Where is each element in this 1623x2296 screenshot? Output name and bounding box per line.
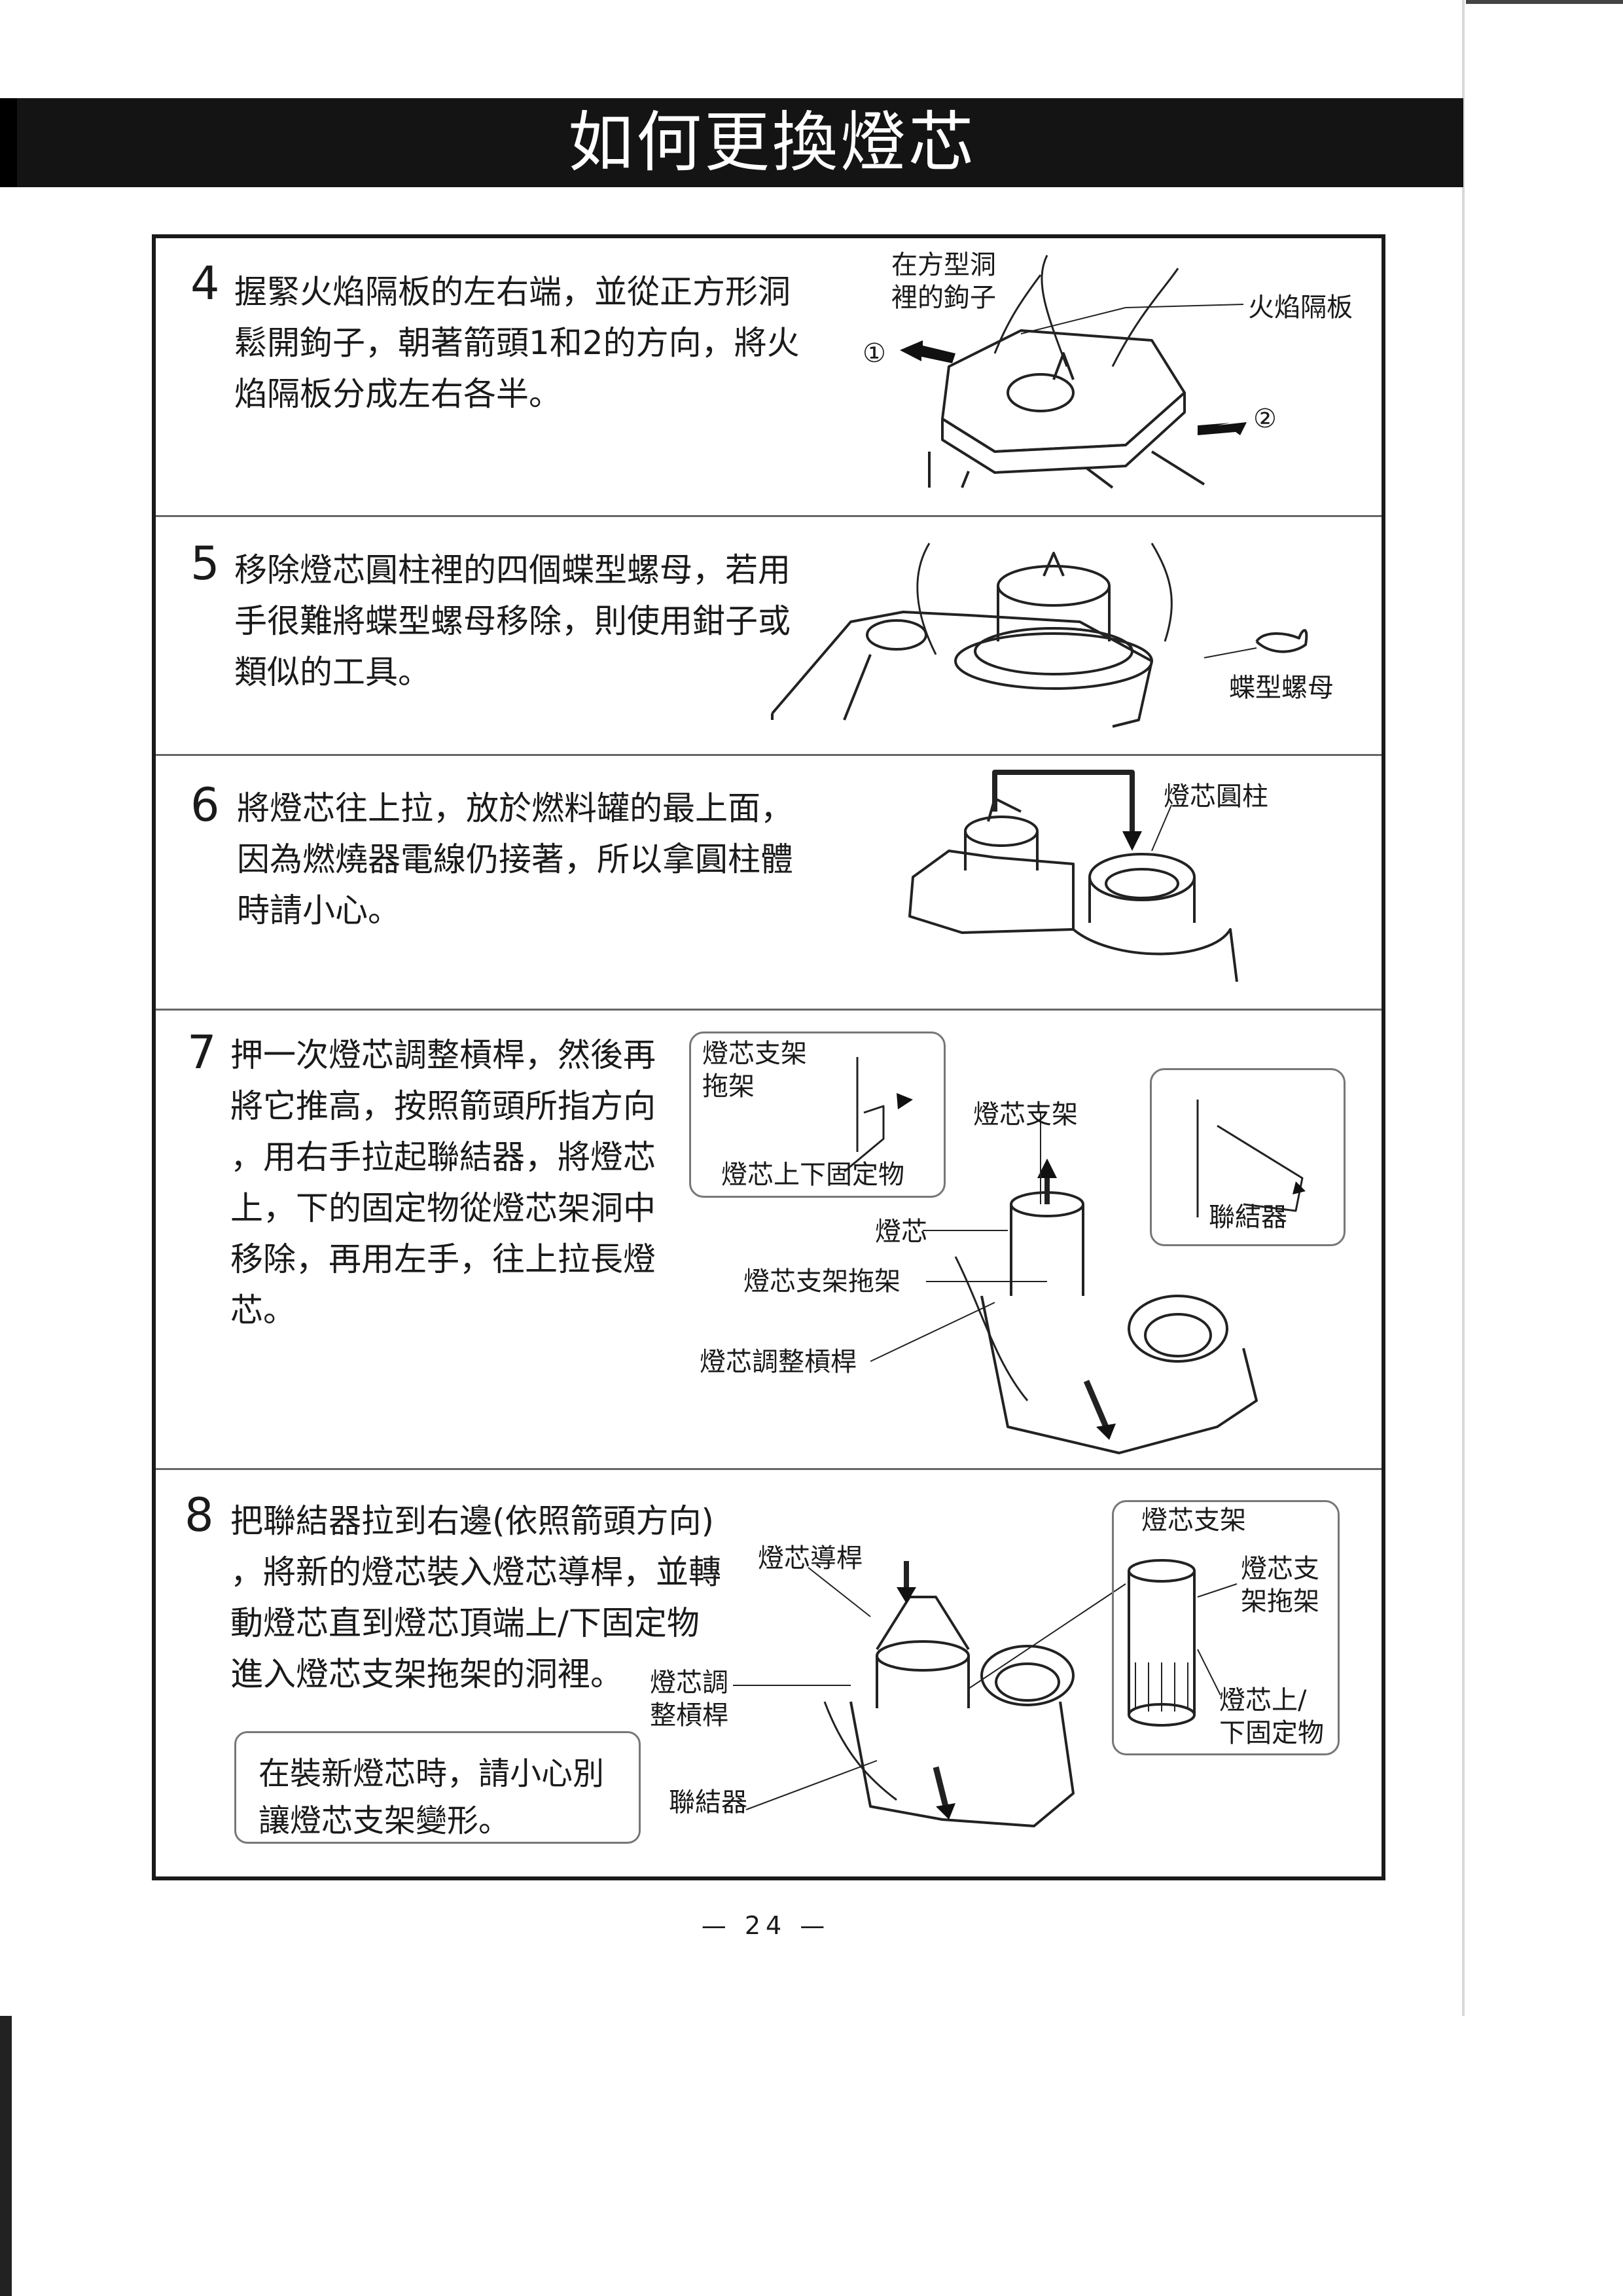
label-line: 架拖架 (1241, 1587, 1319, 1617)
text-line: 押一次燈芯調整槓桿，然後再 (230, 1036, 656, 1074)
label-fixer: 燈芯上/下固定物 (1219, 1684, 1324, 1749)
flame-plate-illustration (900, 255, 1247, 489)
step-number: 6 (190, 778, 220, 832)
page-number: — 24 — (701, 1911, 830, 1940)
text-line: 將它推高，按照箭頭所指方向 (230, 1087, 656, 1125)
pull-arrow-icon (897, 1093, 913, 1109)
text-line: 因為燃燒器電線仍接著，所以拿圓柱體 (237, 840, 793, 878)
step-7-text: 押一次燈芯調整槓桿，然後再 將它推高，按照箭頭所指方向 ，用右手拉起聯結器，將燈… (230, 1030, 656, 1336)
label-line: 燈芯上/ (1219, 1685, 1307, 1715)
text-line: ，將新的燈芯裝入燈芯導桿，並轉 (230, 1553, 721, 1591)
inset-bracket-detail (689, 1031, 946, 1198)
label-wick-holder: 燈芯支架 (973, 1100, 1078, 1130)
text-line: 握緊火焰隔板的左右端，並從正方形洞 (234, 273, 791, 311)
text-line: 類似的工具。 (234, 653, 431, 691)
label-line: 燈芯支 (1241, 1554, 1319, 1584)
label-line: 裡的鉤子 (891, 283, 996, 313)
wick-removal-illustration (844, 1057, 1306, 1454)
step-4-text: 握緊火焰隔板的左右端，並從正方形洞 鬆開鉤子，朝著箭頭1和2的方向，將火 焰隔板… (234, 266, 800, 420)
circled-2: ② (1253, 404, 1277, 434)
text-line: 芯。 (230, 1291, 296, 1329)
label-line: 在方型洞 (891, 250, 996, 280)
step-5-text: 移除燈芯圓柱裡的四個蝶型螺母，若用 手很難將蝶型螺母移除，則使用鉗子或 類似的工… (234, 545, 791, 698)
text-line: 時請小心。 (237, 891, 401, 929)
text-line: 將燈芯往上拉，放於燃料罐的最上面， (237, 789, 793, 827)
inset-connector-detail (1150, 1068, 1346, 1246)
circled-1: ① (863, 338, 886, 368)
divider (156, 1468, 1382, 1470)
label-line: 整槓桿 (650, 1700, 728, 1731)
arrow-1-icon (900, 340, 955, 363)
move-arrow-icon (1122, 831, 1142, 851)
step-number: 7 (187, 1026, 217, 1079)
label-connector: 聯結器 (669, 1787, 747, 1818)
page-title: 如何更換燈芯 (568, 104, 976, 181)
divider (156, 515, 1382, 517)
instructions-frame (152, 234, 1385, 1880)
label-adjust-lever: 燈芯調整槓桿 (650, 1666, 728, 1732)
text-line: 移除燈芯圓柱裡的四個蝶型螺母，若用 (234, 551, 791, 589)
note-line: 在裝新燈芯時，請小心別 (259, 1755, 605, 1792)
text-line: 動燈芯直到燈芯頂端上/下固定物 (230, 1604, 700, 1642)
page-edge (1462, 0, 1465, 2016)
step-number: 4 (190, 257, 220, 310)
caution-note: 在裝新燈芯時，請小心別 讓燈芯支架變形。 (234, 1731, 641, 1844)
divider (156, 754, 1382, 756)
label-connector: 聯結器 (1209, 1202, 1287, 1232)
label-line: 下固定物 (1219, 1718, 1324, 1748)
page-edge (1466, 0, 1623, 4)
text-line: 焰隔板分成左右各半。 (234, 375, 562, 413)
step-8-text: 把聯結器拉到右邊(依照箭頭方向) ，將新的燈芯裝入燈芯導桿，並轉 動燈芯直到燈芯… (230, 1496, 721, 1700)
text-line: 鬆開鉤子，朝著箭頭1和2的方向，將火 (234, 324, 800, 362)
label-wick-holder: 燈芯支架 (1141, 1505, 1246, 1535)
label-wing-nut: 蝶型螺母 (1229, 673, 1334, 703)
note-line: 讓燈芯支架變形。 (259, 1803, 510, 1839)
step-number: 5 (190, 537, 220, 590)
text-line: 進入燈芯支架拖架的洞裡。 (230, 1655, 623, 1693)
text-line: 手很難將蝶型螺母移除，則使用鉗子或 (234, 602, 791, 640)
divider (156, 1009, 1382, 1011)
text-line: 上，下的固定物從燈芯架洞中 (230, 1189, 656, 1227)
scan-edge (0, 98, 17, 187)
label-adjust-lever: 燈芯調整槓桿 (700, 1347, 857, 1377)
label-wick-bracket: 燈芯支架拖架 (743, 1266, 901, 1297)
text-line: ，用右手拉起聯結器，將燈芯 (230, 1138, 656, 1176)
label-line: 燈芯支架 (702, 1039, 807, 1069)
scan-edge (0, 2016, 12, 2296)
text-line: 移除，再用左手，往上拉長燈 (230, 1240, 656, 1278)
label-wick: 燈芯 (875, 1217, 927, 1247)
title-bar (0, 98, 1463, 187)
label-line: 燈芯調 (650, 1668, 728, 1698)
label-wick-cylinder: 燈芯圓柱 (1164, 781, 1268, 812)
wick-install-illustration (733, 1559, 1238, 1827)
label-bracket: 燈芯支架拖架 (702, 1037, 807, 1103)
label-flame-plate: 火焰隔板 (1248, 293, 1353, 323)
step-number: 8 (185, 1488, 214, 1542)
label-wick-bracket: 燈芯支架拖架 (1241, 1552, 1319, 1618)
label-line: 拖架 (702, 1071, 755, 1102)
label-fixer: 燈芯上下固定物 (721, 1160, 904, 1190)
wick-cylinder-illustration (908, 770, 1238, 982)
inset-holder-detail (1112, 1500, 1340, 1755)
label-wick-guide: 燈芯導桿 (758, 1543, 863, 1573)
step-6-text: 將燈芯往上拉，放於燃料罐的最上面， 因為燃燒器電線仍接著，所以拿圓柱體 時請小心… (237, 783, 793, 936)
label-hook: 在方型洞裡的鉤子 (891, 249, 996, 314)
wing-nut-illustration (771, 543, 1308, 728)
arrow-2-icon (1198, 422, 1247, 435)
text-line: 把聯結器拉到右邊(依照箭頭方向) (230, 1502, 715, 1540)
